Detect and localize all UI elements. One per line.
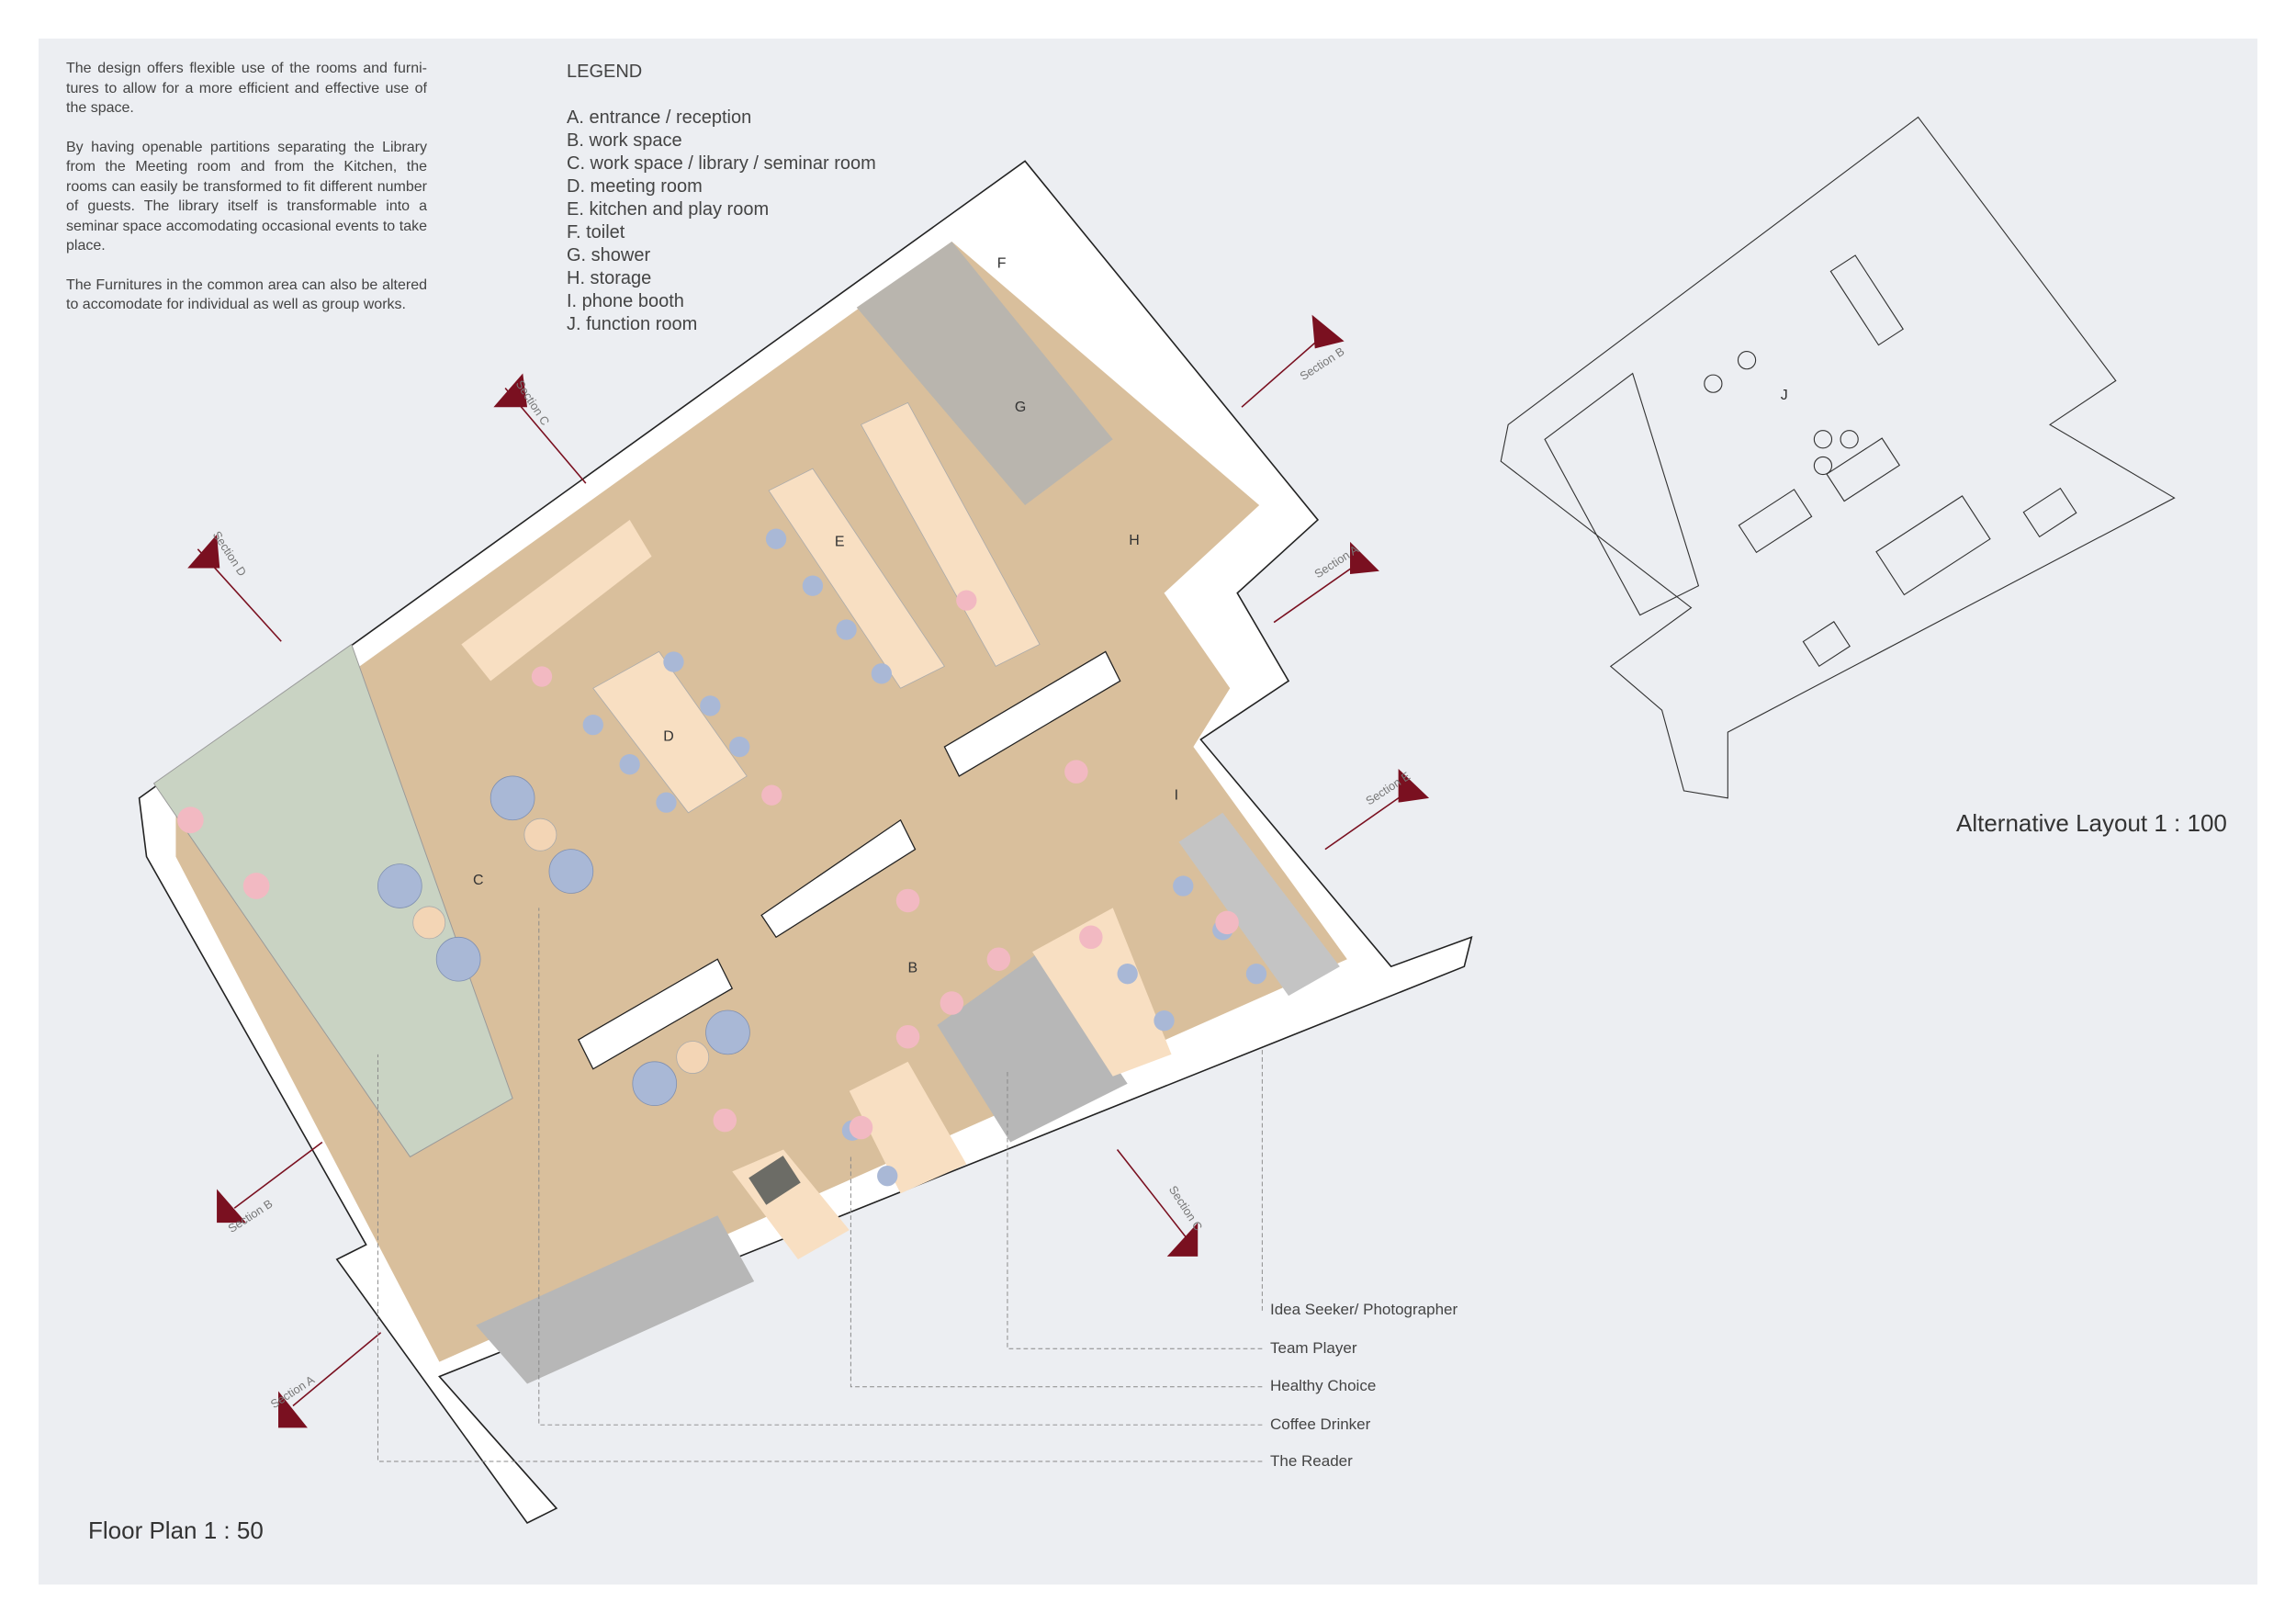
legend-item: J. function room: [567, 314, 698, 334]
alternative-layout-title: Alternative Layout 1 : 100: [1956, 809, 2227, 837]
description-paragraph: The Furnitures in the common area can al…: [66, 276, 427, 313]
legend-item: C. work space / library / seminar room: [567, 153, 876, 174]
floor-plan-title: Floor Plan 1 : 50: [88, 1517, 264, 1544]
desk-b2: [849, 1061, 967, 1194]
kitchen-counter: [860, 401, 1041, 667]
legend-item: E. kitchen and play room: [567, 199, 770, 220]
kitchen-island: [768, 468, 945, 689]
legend: LEGEND A. entrance / reception B. work s…: [567, 61, 876, 336]
section-marker-e: Section E: [1324, 768, 1430, 851]
meeting-table: [592, 650, 748, 814]
legend-item: D. meeting room: [567, 176, 703, 197]
persona-label: The Reader: [1270, 1452, 1353, 1470]
description-paragraph: By having openable partitions separating…: [66, 139, 427, 254]
room-label-b: B: [908, 961, 918, 976]
alternative-layout-plan: [1500, 116, 2176, 799]
work-zone-gray: [937, 952, 1128, 1143]
partition-walls: [578, 650, 1121, 1070]
room-label-h: H: [1129, 533, 1140, 548]
svg-text:Section C: Section C: [1166, 1183, 1206, 1234]
persona-label: Coffee Drinker: [1270, 1415, 1371, 1433]
people-figures: [177, 590, 1239, 1140]
section-marker-c-top: Section C: [493, 373, 587, 484]
wet-area-f-g: [856, 242, 1113, 506]
design-description: The design offers flexible use of the ro…: [66, 59, 427, 334]
room-label-d: D: [663, 729, 674, 745]
legend-title: LEGEND: [567, 62, 643, 82]
main-floor-plan: [138, 160, 1473, 1525]
legend-item: A. entrance / reception: [567, 107, 752, 128]
description-paragraph: The design offers flexible use of the ro…: [66, 61, 427, 116]
counter-top-left: [461, 519, 652, 682]
section-marker-a-bottom: Section A: [268, 1332, 382, 1428]
alt-room-label-j: J: [1781, 388, 1788, 403]
room-label-i: I: [1175, 787, 1178, 803]
room-label-c: C: [473, 873, 484, 888]
persona-label: Idea Seeker/ Photographer: [1270, 1301, 1458, 1318]
legend-item: G. shower: [567, 245, 651, 265]
room-label-f: F: [997, 256, 1007, 272]
section-marker-d: Section D: [187, 528, 282, 642]
side-tables: [412, 818, 710, 1074]
svg-text:Section B: Section B: [1297, 344, 1346, 383]
entrance-floor-gray: [476, 1215, 755, 1384]
alt-furniture: [1704, 254, 2077, 668]
section-marker-b-top: Section B: [1241, 314, 1346, 408]
section-marker-c-bottom: Section C: [1116, 1148, 1206, 1257]
room-label-g: G: [1015, 400, 1026, 415]
legend-item: F. toilet: [567, 222, 625, 242]
section-marker-a-right: Section A: [1273, 541, 1379, 624]
desk-b1: [1032, 908, 1172, 1077]
legend-item: B. work space: [567, 130, 682, 151]
phone-booth-gray: [1178, 812, 1340, 997]
section-marker-b-left: Section B: [217, 1141, 323, 1235]
plant-pot: [748, 1156, 801, 1205]
room-label-e: E: [835, 535, 845, 550]
persona-label: Healthy Choice: [1270, 1377, 1377, 1394]
persona-label: Team Player: [1270, 1339, 1357, 1357]
legend-item: I. phone booth: [567, 291, 684, 311]
lounge-chairs: [377, 775, 750, 1107]
legend-item: H. storage: [567, 268, 652, 288]
library-area: [152, 643, 513, 1158]
